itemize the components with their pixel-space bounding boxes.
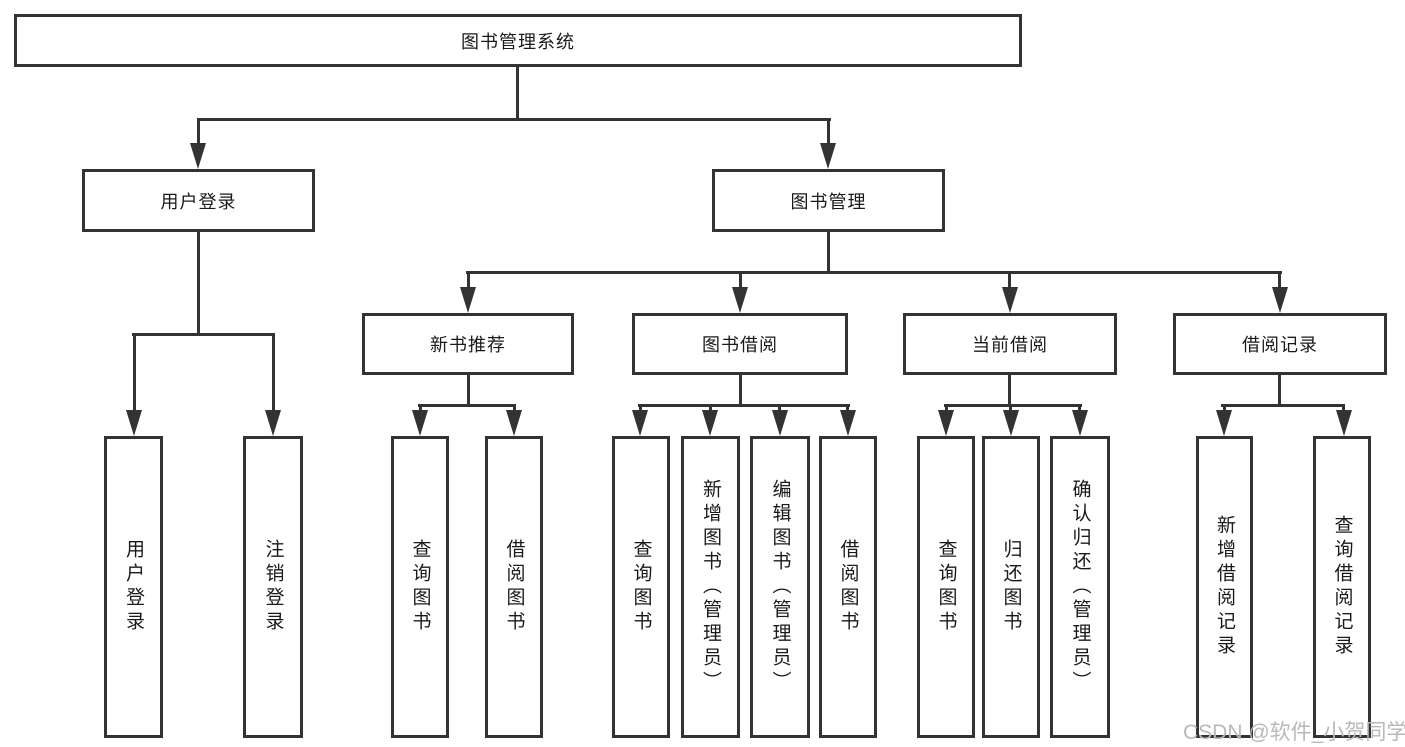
node-label: 借阅图书: [503, 539, 525, 635]
connector-line: [639, 404, 642, 414]
connector-line: [419, 404, 422, 414]
node-label: 图书管理系统: [461, 31, 575, 52]
leaf-add-borrow-record: 新增借阅记录: [1196, 436, 1253, 738]
connector-line: [846, 404, 849, 414]
connector-line: [467, 271, 470, 289]
leaf-query-books-recommend: 查询图书: [391, 436, 449, 738]
node-label: 查询借阅记录: [1331, 515, 1353, 659]
connector-line: [197, 118, 831, 121]
connector-line: [197, 118, 200, 146]
connector-line: [1009, 404, 1012, 414]
arrow-down-icon: [1003, 410, 1019, 436]
node-label: 借阅记录: [1242, 335, 1318, 355]
node-library-management-system: 图书管理系统: [14, 14, 1022, 67]
arrow-down-icon: [1216, 410, 1232, 436]
connector-line: [1008, 271, 1011, 289]
node-label: 查询图书: [630, 539, 652, 635]
node-label: 归还图书: [1000, 539, 1022, 635]
connector-line: [944, 404, 1082, 407]
connector-line: [1078, 404, 1081, 414]
arrow-down-icon: [265, 410, 281, 436]
connector-line: [513, 404, 516, 414]
node-label: 编辑图书（管理员）: [769, 479, 791, 695]
node-label: 查询图书: [409, 539, 431, 635]
arrow-down-icon: [190, 143, 206, 169]
node-label: 用户登录: [160, 191, 237, 212]
connector-line: [1008, 375, 1011, 407]
connector-line: [272, 333, 275, 413]
node-label: 图书借阅: [702, 335, 778, 355]
connector-line: [418, 404, 516, 407]
leaf-logout: 注销登录: [243, 436, 303, 738]
leaf-confirm-return-admin: 确认归还（管理员）: [1050, 436, 1110, 738]
node-label: 借阅图书: [837, 539, 859, 635]
leaf-edit-books-admin: 编辑图书（管理员）: [750, 436, 810, 738]
node-label: 新增图书（管理员）: [700, 479, 721, 695]
leaf-return-books: 归还图书: [982, 436, 1040, 738]
connector-line: [827, 118, 830, 146]
arrow-down-icon: [840, 410, 856, 436]
arrow-down-icon: [820, 143, 836, 169]
node-label: 图书管理: [790, 191, 867, 212]
connector-line: [638, 404, 850, 407]
connector-line: [827, 232, 830, 274]
connector-line: [1223, 404, 1226, 414]
arrow-down-icon: [732, 287, 748, 313]
connector-line: [516, 66, 519, 120]
connector-line: [1342, 404, 1345, 414]
arrow-down-icon: [1336, 410, 1352, 436]
connector-line: [197, 232, 200, 336]
node-label: 查询图书: [935, 539, 957, 635]
arrow-down-icon: [460, 287, 476, 313]
leaf-borrow-books-recommend: 借阅图书: [485, 436, 543, 738]
arrow-down-icon: [1072, 410, 1088, 436]
arrow-down-icon: [772, 410, 788, 436]
leaf-user-login: 用户登录: [104, 436, 163, 738]
node-book-borrowing: 图书借阅: [632, 313, 848, 375]
connector-line: [945, 404, 948, 414]
arrow-down-icon: [412, 410, 428, 436]
connector-line: [132, 333, 275, 336]
connector-line: [1221, 404, 1345, 407]
node-label: 新增借阅记录: [1214, 515, 1235, 659]
connector-line: [778, 404, 781, 414]
leaf-borrow-books: 借阅图书: [819, 436, 877, 738]
leaf-query-books-borrowing: 查询图书: [612, 436, 670, 738]
arrow-down-icon: [632, 410, 648, 436]
node-label: 确认归还（管理员）: [1069, 479, 1091, 695]
node-book-management: 图书管理: [712, 169, 945, 232]
node-user-login: 用户登录: [82, 169, 315, 232]
node-label: 新书推荐: [430, 335, 506, 355]
leaf-add-books-admin: 新增图书（管理员）: [681, 436, 740, 738]
leaf-query-books-current: 查询图书: [917, 436, 975, 738]
connector-line: [739, 375, 742, 407]
arrow-down-icon: [506, 410, 522, 436]
connector-line: [466, 271, 1282, 274]
connector-line: [709, 404, 712, 414]
node-label: 当前借阅: [972, 335, 1048, 355]
connector-line: [1278, 375, 1281, 407]
arrow-down-icon: [126, 410, 142, 436]
arrow-down-icon: [1002, 287, 1018, 313]
node-current-borrowing: 当前借阅: [903, 313, 1117, 375]
node-label: 注销登录: [262, 539, 284, 635]
connector-line: [1278, 271, 1281, 289]
connector-line: [739, 271, 742, 289]
csdn-watermark: CSDN @软件_小贺同学: [1183, 721, 1405, 744]
node-label: 用户登录: [123, 539, 144, 635]
arrow-down-icon: [1272, 287, 1288, 313]
node-borrowing-records: 借阅记录: [1173, 313, 1387, 375]
leaf-query-borrow-record: 查询借阅记录: [1313, 436, 1371, 738]
connector-line: [133, 333, 136, 413]
arrow-down-icon: [938, 410, 954, 436]
connector-line: [467, 375, 470, 407]
arrow-down-icon: [702, 410, 718, 436]
node-new-book-recommend: 新书推荐: [362, 313, 574, 375]
